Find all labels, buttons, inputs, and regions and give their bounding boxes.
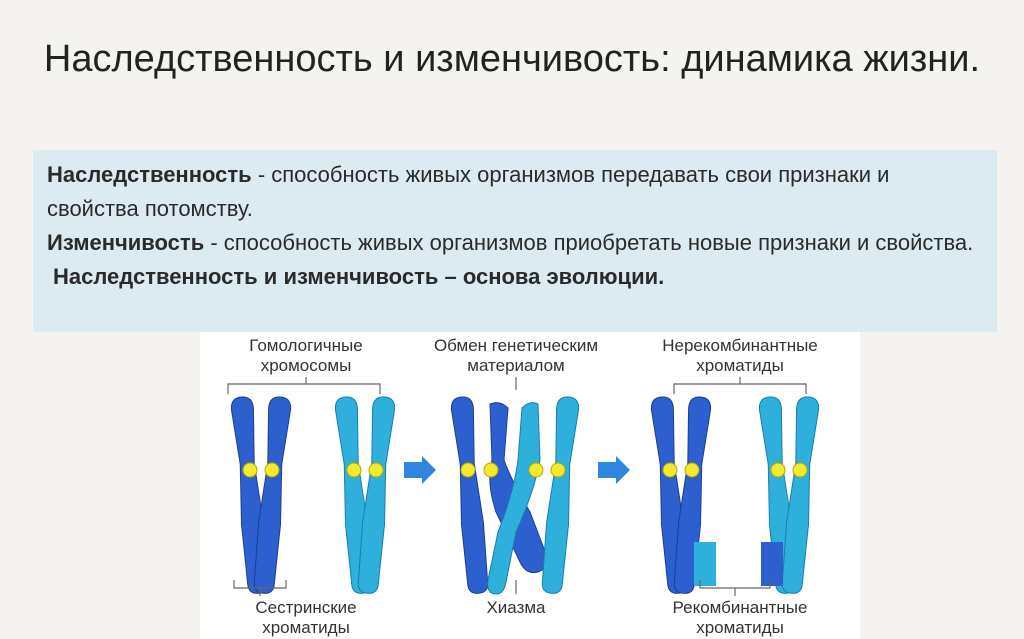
label-chiasma: Хиазма (486, 598, 546, 617)
top-brackets (227, 377, 807, 394)
result-light-chromosome (757, 395, 821, 595)
label-nonrecombinant-2: хроматиды (696, 356, 784, 375)
homologous-light-chromosome (333, 395, 397, 595)
crossing-over-svg: Гомологичные хромосомы Обмен генетически… (227, 336, 821, 637)
bottom-brackets (233, 580, 771, 596)
label-sister-2: хроматиды (262, 618, 350, 637)
arrow-right-icon-2 (598, 456, 630, 484)
centromeres-group3 (662, 462, 808, 478)
heredity-definition: Наследственность - способность живых орг… (47, 158, 985, 226)
recombinant-segment-light (694, 542, 716, 586)
centromeres-group1 (242, 462, 384, 478)
variability-term: Изменчивость (47, 230, 205, 255)
recombinant-segment-dark (761, 542, 783, 586)
label-homologous-2: хромосомы (261, 356, 352, 375)
variability-definition: Изменчивость - способность живых организ… (47, 226, 985, 260)
label-homologous-1: Гомологичные (249, 336, 362, 355)
label-sister-1: Сестринские (255, 598, 356, 617)
evolution-conclusion: Наследственность и изменчивость – основа… (53, 264, 665, 289)
result-dark-chromosome (649, 395, 716, 595)
slide-title: Наследственность и изменчивость: динамик… (43, 38, 981, 80)
heredity-text: - способность живых организмов передават… (47, 162, 890, 221)
arrow-right-icon (404, 456, 436, 484)
homologous-dark-chromosome (229, 395, 293, 595)
exchange-light-chromosome (487, 395, 581, 595)
variability-text: - способность живых организмов приобрета… (204, 230, 974, 255)
centromeres-group2 (460, 462, 566, 478)
label-exchange-1: Обмен генетическим (434, 336, 598, 355)
label-nonrecombinant-1: Нерекомбинантные (662, 336, 818, 355)
label-recombinant-2: хроматиды (696, 618, 784, 637)
definitions-box: Наследственность - способность живых орг… (33, 150, 997, 332)
crossing-over-diagram: Гомологичные хромосомы Обмен генетически… (200, 332, 860, 639)
label-exchange-2: материалом (467, 356, 564, 375)
label-recombinant-1: Рекомбинантные (673, 598, 808, 617)
heredity-term: Наследственность (47, 162, 252, 187)
